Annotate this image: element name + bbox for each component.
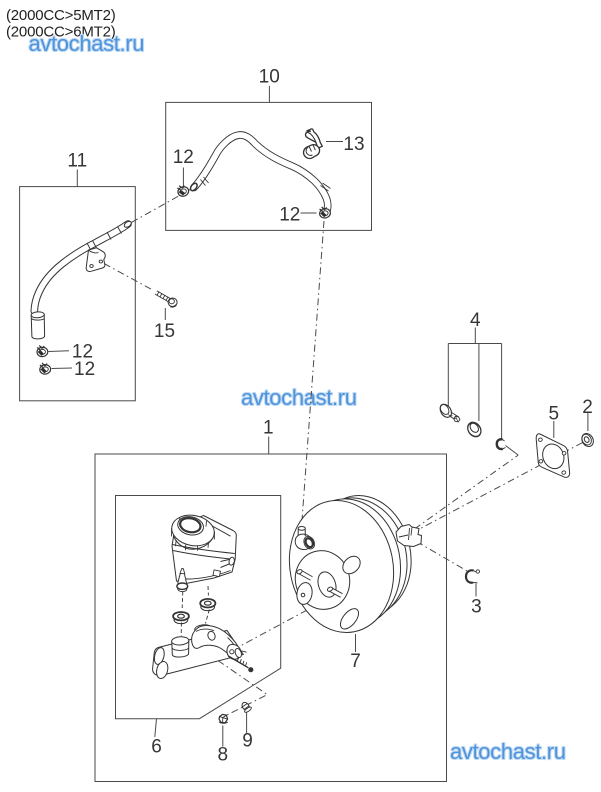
svg-text:10: 10: [259, 67, 280, 88]
svg-text:7: 7: [350, 651, 361, 672]
svg-text:(2000CC>6MT2): (2000CC>6MT2): [6, 24, 116, 41]
svg-text:12: 12: [173, 147, 194, 168]
svg-text:3: 3: [471, 597, 482, 618]
svg-text:avtochast.ru: avtochast.ru: [241, 385, 357, 410]
svg-text:9: 9: [242, 731, 253, 752]
svg-text:4: 4: [470, 310, 481, 331]
svg-text:11: 11: [67, 151, 87, 172]
svg-text:12: 12: [279, 205, 300, 226]
svg-text:avtochast.ru: avtochast.ru: [29, 31, 145, 56]
svg-text:(2000CC>5MT2): (2000CC>5MT2): [6, 7, 116, 24]
svg-text:6: 6: [151, 737, 162, 758]
svg-text:1: 1: [263, 418, 274, 439]
svg-text:avtochast.ru: avtochast.ru: [450, 739, 566, 764]
svg-text:12: 12: [72, 342, 93, 363]
svg-text:15: 15: [154, 321, 175, 342]
svg-text:2: 2: [582, 397, 593, 418]
svg-text:5: 5: [549, 404, 560, 425]
svg-text:8: 8: [218, 745, 229, 766]
svg-text:12: 12: [74, 359, 95, 380]
svg-text:13: 13: [343, 134, 364, 155]
